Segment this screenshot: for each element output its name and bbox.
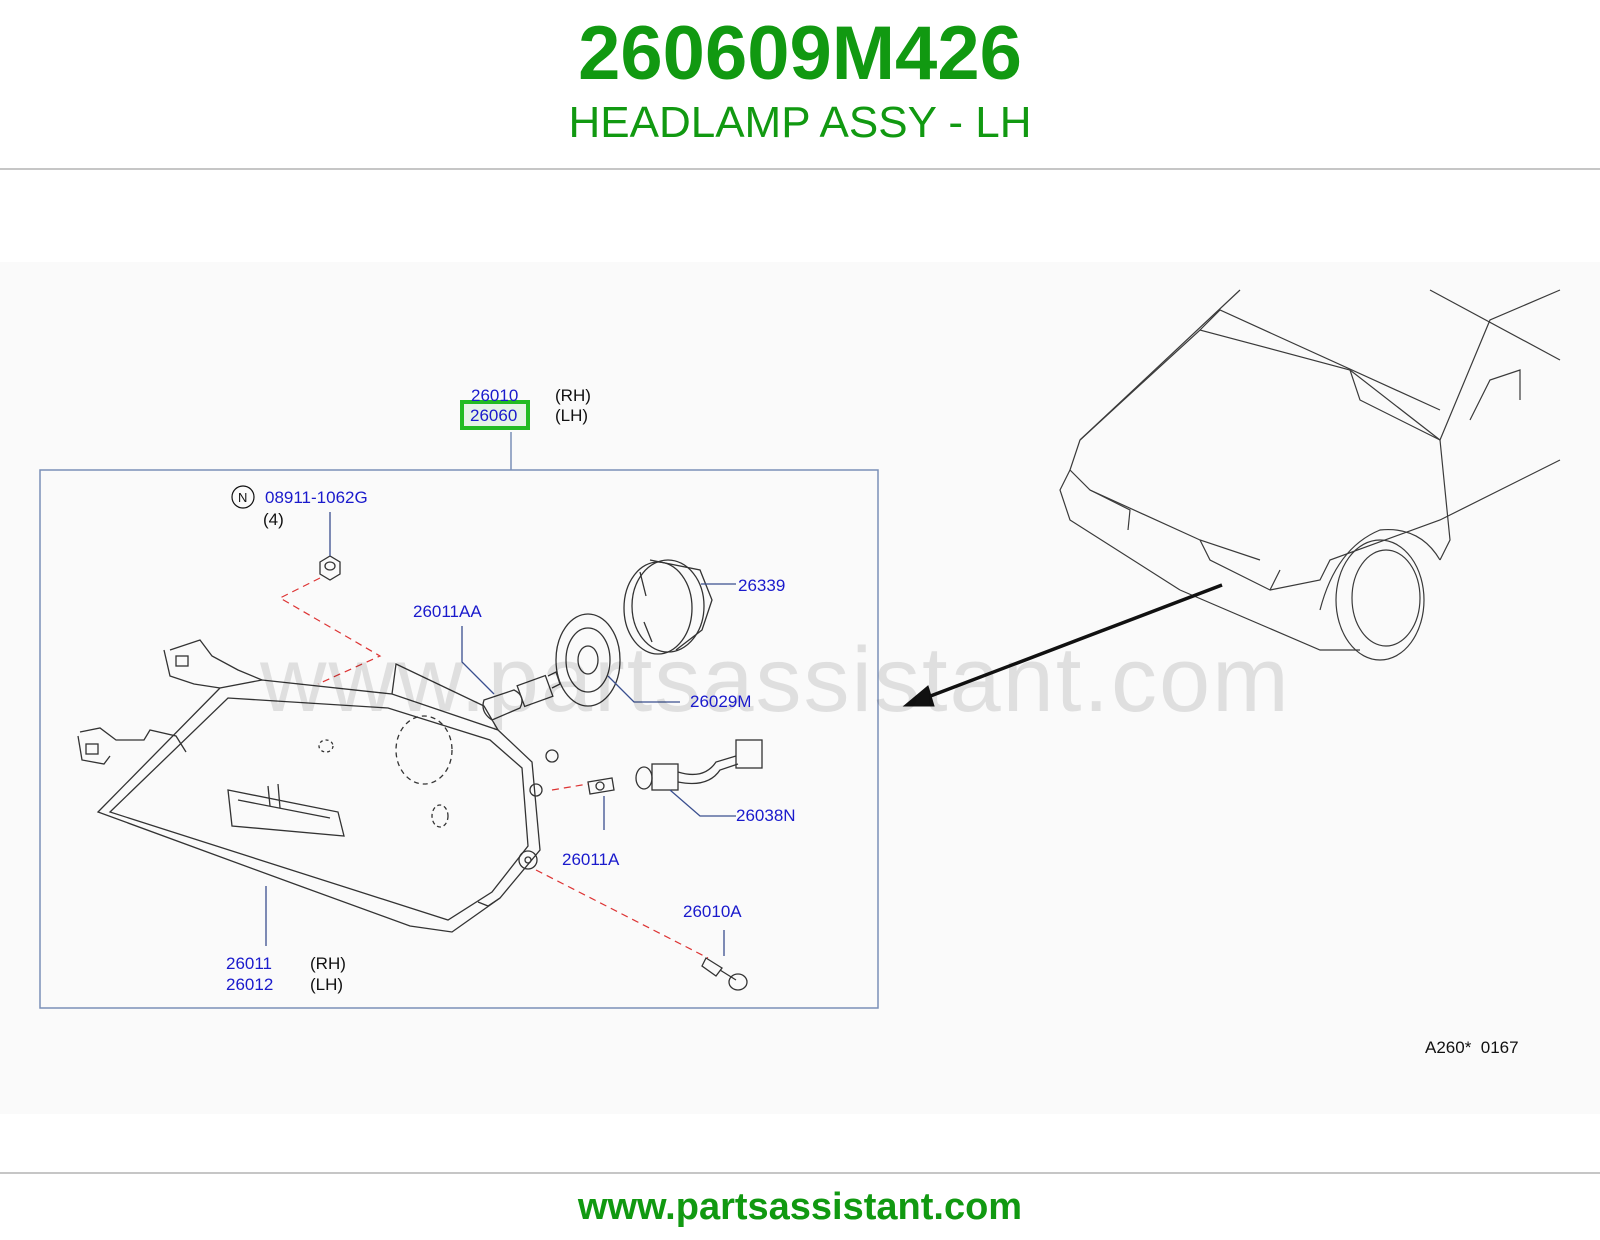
footer-website-link[interactable]: www.partsassistant.com	[577, 1186, 1023, 1228]
vehicle-outline-drawing	[1059, 289, 1561, 661]
headlamp-housing-drawing	[77, 639, 559, 933]
wire-harness-drawing	[635, 739, 763, 791]
callout-26011aa[interactable]: 26011AA	[413, 602, 482, 621]
n-marker-circle	[231, 485, 255, 509]
highlighted-callout-box	[460, 400, 530, 430]
attachment-dashes	[278, 577, 709, 959]
watermark-text: www.partsassistant.com	[260, 629, 1291, 731]
socket-cover-drawing	[555, 613, 621, 707]
side-bulb-drawing	[587, 777, 615, 795]
label-lh-bottom: (LH)	[310, 975, 344, 994]
part-name-subtitle: HEADLAMP ASSY - LH	[568, 98, 1032, 147]
assembly-frame	[39, 469, 879, 1009]
nut-drawing	[319, 555, 341, 581]
n-marker-label: N	[238, 490, 248, 505]
callout-26010[interactable]: 26010	[471, 386, 519, 405]
screw-drawing	[701, 957, 748, 991]
part-number-title: 260609M426	[578, 11, 1022, 96]
label-quantity-4: (4)	[263, 510, 284, 529]
leader-lines	[265, 512, 736, 956]
callout-26011a[interactable]: 26011A	[562, 850, 620, 869]
pointer-arrow	[902, 583, 1223, 707]
header-divider	[0, 168, 1600, 170]
label-lh-top: (LH)	[555, 406, 589, 425]
callout-26010a[interactable]: 26010A	[683, 902, 742, 921]
callout-26011[interactable]: 26011	[226, 954, 273, 973]
callout-08911-1062g[interactable]: 08911-1062G	[265, 488, 368, 507]
diagram-reference-code: A260* 0167	[1425, 1038, 1519, 1057]
footer-divider	[0, 1172, 1600, 1174]
callout-26012[interactable]: 26012	[226, 975, 274, 994]
label-rh-top: (RH)	[555, 386, 591, 405]
label-rh-bottom: (RH)	[310, 954, 346, 973]
callout-26038n[interactable]: 26038N	[736, 806, 796, 825]
ring-cap-drawing	[623, 559, 713, 655]
callout-26339[interactable]: 26339	[738, 576, 786, 595]
diagram-background	[0, 262, 1600, 1114]
page-header: 260609M426 HEADLAMP ASSY - LH	[0, 0, 1600, 170]
callout-26060[interactable]: 26060	[470, 406, 518, 425]
callout-26029m[interactable]: 26029M	[690, 692, 752, 711]
